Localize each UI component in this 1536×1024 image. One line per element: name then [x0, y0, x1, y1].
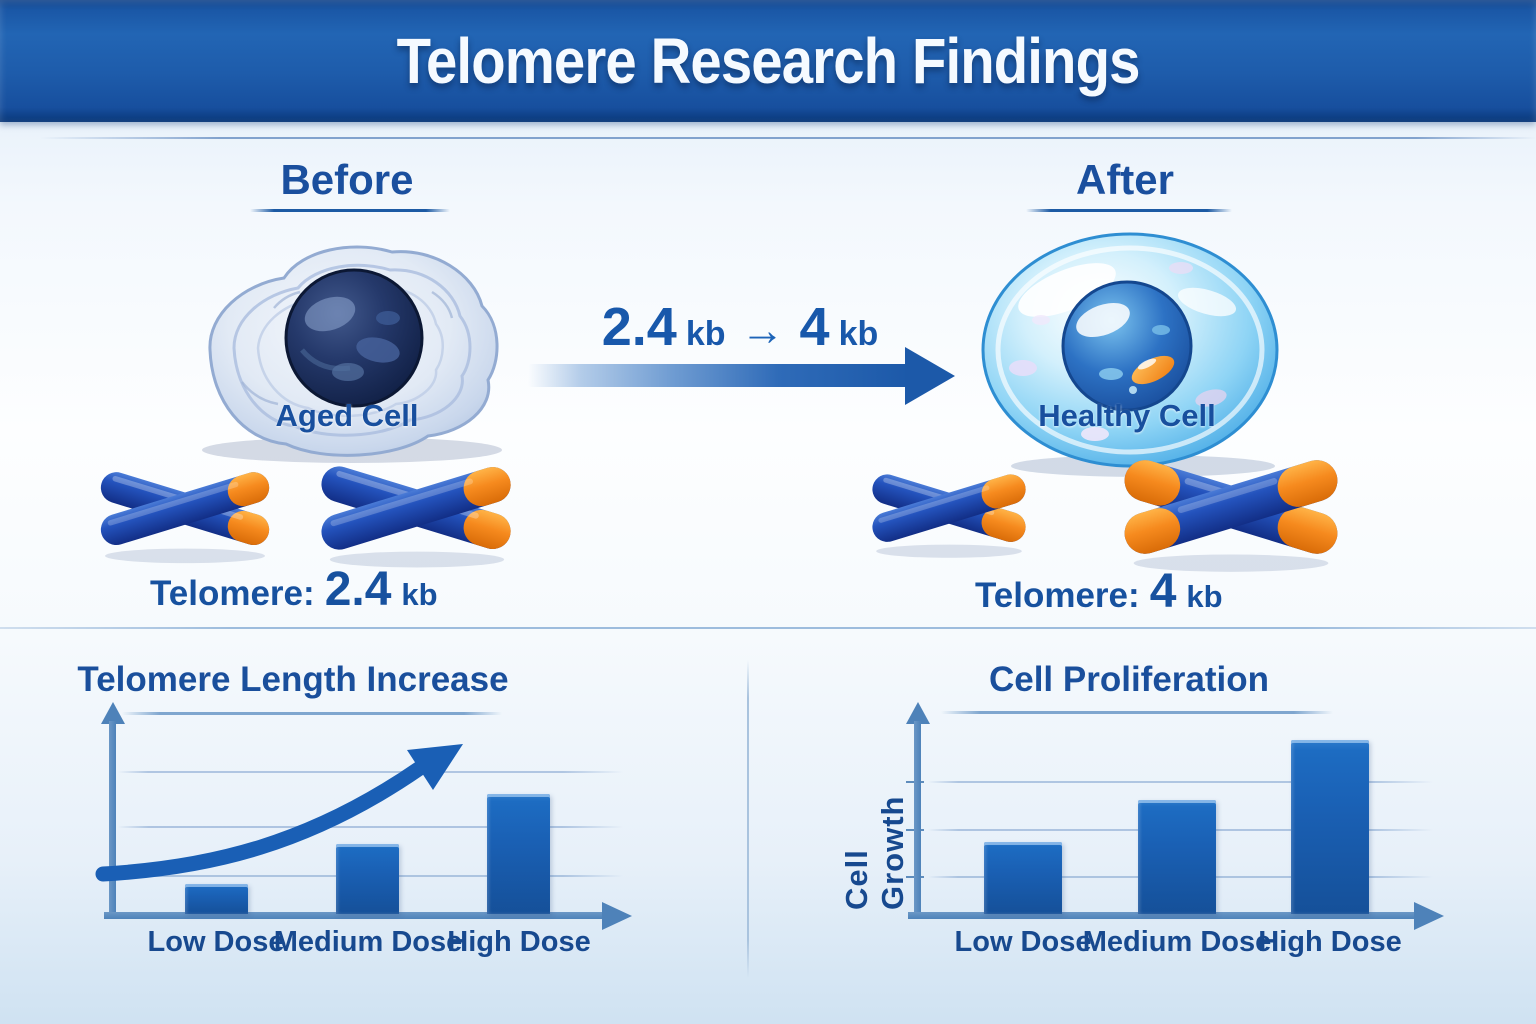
- bar-low-dose: [984, 842, 1062, 914]
- bar-high-dose: [487, 794, 550, 914]
- healthy-cell-illustration: [981, 232, 1279, 477]
- transition-to-value: 4: [799, 297, 830, 357]
- telomere-measurement-after: Telomere: 4 kb: [975, 564, 1223, 619]
- category-label-low-dose: Low Dose: [954, 926, 1092, 958]
- x-axis: [104, 912, 604, 919]
- before-heading: Before: [280, 156, 414, 203]
- telomere-prefix: Telomere:: [150, 574, 315, 613]
- bar-low-dose: [185, 884, 248, 914]
- chromosome-illustration: [1124, 460, 1338, 572]
- telomere-measurement-before: Telomere: 2.4 kb: [150, 562, 438, 617]
- right-arrow-icon: →: [740, 306, 785, 355]
- chart-title: Telomere Length Increase: [77, 660, 509, 699]
- page-title: Telomere Research Findings: [396, 25, 1141, 97]
- telomere-value: 2.4: [324, 563, 392, 616]
- y-axis-arrow: [906, 702, 930, 724]
- gridline: [928, 781, 1433, 783]
- telomere-transition-text: 2.4 kb → 4 kb: [545, 296, 935, 358]
- y-axis: [914, 721, 921, 919]
- telomere-unit: kb: [1186, 579, 1223, 614]
- title-banner: Telomere Research Findings: [0, 0, 1536, 122]
- gridline: [118, 826, 623, 828]
- chart-title-underline: [941, 711, 1333, 714]
- telomere-unit: kb: [401, 577, 438, 612]
- upward-trend-arrow-icon: [95, 744, 463, 882]
- x-axis-arrow: [1414, 902, 1444, 930]
- x-axis-arrow: [602, 902, 632, 930]
- telomere-prefix: Telomere:: [975, 576, 1140, 615]
- healthy-cell-label: Healthy Cell: [1038, 398, 1216, 433]
- transition-to-unit: kb: [838, 315, 879, 353]
- transition-from-value: 2.4: [601, 297, 677, 357]
- aged-cell-illustration: [202, 245, 502, 463]
- category-label-high-dose: High Dose: [1258, 926, 1402, 958]
- chromosome-illustration: [100, 472, 270, 564]
- telomere-value: 4: [1149, 565, 1177, 618]
- transition-arrow-head: [905, 347, 955, 405]
- transition-from-unit: kb: [685, 315, 726, 353]
- chart-title-underline: [122, 712, 502, 715]
- vertical-chart-divider: [747, 660, 749, 978]
- category-label-high-dose: High Dose: [447, 926, 591, 958]
- before-heading-underline: [250, 209, 450, 212]
- x-axis: [908, 912, 1416, 919]
- category-label-medium-dose: Medium Dose: [273, 926, 463, 958]
- category-label-medium-dose: Medium Dose: [1082, 926, 1272, 958]
- y-axis: [109, 721, 116, 919]
- after-heading-underline: [1026, 209, 1232, 212]
- after-heading: After: [1075, 156, 1174, 203]
- chromosome-illustration: [321, 466, 511, 568]
- transition-arrow-shaft: [528, 364, 908, 387]
- y-axis-label: Cell Growth: [839, 795, 910, 911]
- bar-high-dose: [1291, 740, 1369, 914]
- top-divider-line: [40, 137, 1536, 139]
- category-label-low-dose: Low Dose: [147, 926, 285, 958]
- horizontal-section-divider: [0, 627, 1536, 629]
- bar-medium-dose: [336, 844, 399, 914]
- aged-cell-label: Aged Cell: [275, 398, 419, 433]
- y-axis-arrow: [101, 702, 125, 724]
- bar-medium-dose: [1138, 800, 1216, 914]
- chromosome-illustration: [872, 474, 1026, 558]
- chart-title: Cell Proliferation: [988, 660, 1270, 699]
- gridline: [118, 771, 623, 773]
